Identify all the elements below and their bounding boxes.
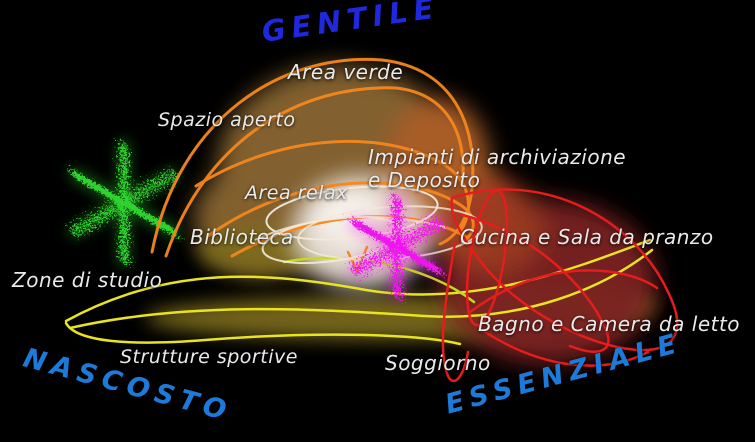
white-outline-2 [297, 205, 483, 261]
white-outline-1 [265, 185, 439, 241]
zone-label-strutture-sportive: Strutture sportive [120, 346, 298, 368]
zone-label-impianti-line2: e Deposito [368, 168, 481, 192]
zone-label-soggiorno: Soggiorno [385, 351, 491, 375]
yellow-outline-3 [64, 321, 462, 346]
yellow-outline-2 [68, 248, 654, 330]
zone-label-bagno: Bagno e Camera da letto [478, 312, 741, 336]
orange-outline-2 [164, 86, 465, 258]
magenta-star-icon [350, 194, 444, 300]
zone-label-impianti-line1: Impianti di archiviazione [368, 145, 627, 169]
red-outline-1 [450, 188, 679, 352]
red-cluster-fill [440, 180, 656, 364]
red-outline-v [441, 241, 470, 383]
yellow-accent-curve [282, 256, 476, 304]
red-outline-leaf [465, 189, 509, 327]
zone-label-zone-di-studio: Zone di studio [12, 268, 163, 292]
green-star-icon [69, 140, 179, 266]
orange-outline-4 [206, 181, 475, 244]
red-outline-2 [457, 212, 610, 353]
orange-outline-3 [194, 139, 470, 232]
red-outline-bottom [480, 328, 650, 367]
zone-label-cucina: Cucina e Sala da pranzo [460, 225, 714, 249]
yellow-outline-1 [64, 238, 652, 323]
yellow-cluster-outlines [64, 238, 654, 346]
red-fill-upper [440, 180, 544, 276]
zone-label-biblioteca: Biblioteca [190, 225, 294, 249]
zone-label-area-relax: Area relax [245, 182, 348, 204]
zone-label-area-verde: Area verde [288, 60, 404, 84]
red-cluster-outlines [441, 188, 679, 383]
zone-label-spazio-aperto: Spazio aperto [158, 109, 296, 131]
green-star-arms [70, 141, 178, 265]
white-outline-arc [254, 215, 447, 241]
magenta-star-arms [351, 195, 443, 299]
